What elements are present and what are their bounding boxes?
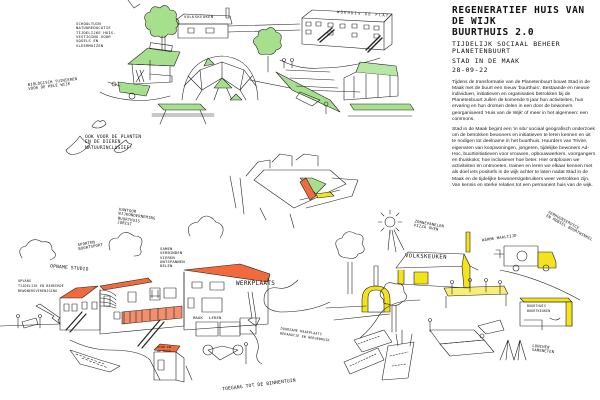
teepee-poles [499, 339, 527, 361]
label-line: EN DE DIEREN [85, 140, 121, 146]
label-opvang: OPVANG TIJDELIJK EN BEHEERDE BEWONERSVER… [18, 279, 64, 294]
path-line [263, 279, 331, 313]
cloud-trees [19, 215, 224, 261]
subtitle: TIJDELIJK SOCIAAL BEHEER PLANETENBUURT [452, 39, 561, 56]
label-line: SAMEN [160, 246, 173, 251]
title-line-2: BUURTHUIS 2.0 [452, 26, 535, 38]
volkskeuken-top-building [175, 7, 301, 39]
wheelbarrow [477, 319, 505, 339]
title-line-1: REGENERATIEF HUIS VAN DE WIJK [452, 5, 585, 27]
flat-building [301, 9, 393, 53]
label-line: OOK VOOR DE PLANTEN [85, 135, 142, 140]
tree-top-left [144, 5, 180, 51]
title-block: REGENERATIEF HUIS VAN DE WIJK BUURTHUIS … [452, 5, 596, 75]
bike-figure [202, 329, 263, 365]
label-maak: MAAK [193, 315, 203, 320]
kiosk [153, 343, 193, 383]
label-line: VERBINDEN [160, 250, 183, 256]
food-truck [493, 245, 557, 272]
label-line: ONTSPANNEN [160, 259, 185, 265]
label-line: DELEN [160, 263, 173, 269]
label-line: STAD IN [157, 345, 172, 349]
tree-garden [379, 282, 407, 333]
people-green [282, 58, 329, 115]
picnic-table [151, 103, 215, 125]
label-line: VOGELS EN [76, 38, 99, 44]
bench-people [0, 314, 61, 329]
city-block-map [229, 153, 359, 229]
geodesic-dome [181, 55, 259, 101]
path-line [69, 339, 161, 381]
garden-bed [69, 349, 121, 373]
label-samen: SAMEN VERBINDEN VIEREN ONTSPANNEN DELEN [160, 246, 185, 269]
label-line: VLEERMUIZEN [76, 42, 104, 48]
label-schooltuin: SCHOOLTUIN NATUUREDUCATIE TIJDELIJKE HUI… [76, 21, 116, 48]
label-werkplaats: WERKPLAATS [236, 280, 276, 287]
label-line: BEWONERSVERENIGING [18, 289, 58, 293]
vegetable-gardens [343, 318, 495, 381]
main-building [35, 263, 271, 349]
tree-bottom-right [335, 231, 365, 295]
location: STAD IN DE MAAK [452, 56, 520, 65]
garden-bed-rows [75, 353, 109, 369]
label-line: TIJDELIJKE HUIS- [76, 29, 116, 35]
label-line: NATUUREDUCATIE [76, 25, 111, 31]
sun-icon [377, 209, 405, 253]
bird-icons [65, 0, 141, 155]
cart [107, 81, 151, 100]
label-line: TIJDELIJK EN BEHEERDE [18, 284, 64, 288]
text-column: REGENERATIEF HUIS VAN DE WIJK BUURTHUIS … [452, 5, 596, 189]
label-line: BUURTKEUKEN [527, 308, 551, 313]
paragraph-2: Stad in de Maak begint een 'in situ' soc… [452, 127, 596, 188]
label-line: NATUURINCLUSIEF! [85, 145, 133, 151]
paragraph-1: Tijdens de transformatie van de Planeten… [452, 79, 590, 122]
garden-beds [285, 69, 415, 117]
greenhouse [343, 61, 399, 101]
label-kiosk: STAD IN DE MAAK [157, 345, 171, 353]
label-volkskeuken-top: VOLKSKEUKEN [184, 14, 214, 19]
label-line: OPVANG [18, 279, 32, 283]
label-line: VESTIGING VOOR [76, 34, 111, 40]
path-line [499, 269, 581, 301]
label-line: SCHOOLTUIN [76, 21, 101, 26]
long-table [443, 278, 509, 309]
volkskeuken-building [395, 231, 479, 289]
date: 28-09-22 [452, 66, 489, 75]
label-line: BUURTHUIS [527, 304, 547, 308]
container-buurthuis [519, 297, 573, 331]
label-line: DE MAAK [157, 349, 172, 354]
path-line [359, 299, 421, 339]
label-leren: LEREN [209, 315, 222, 320]
label-container: BUURTHUIS BUURTKEUKEN [527, 304, 550, 313]
gazebo [127, 42, 181, 85]
path-line [99, 91, 171, 101]
label-line: VIEREN [160, 254, 175, 260]
tree-middle [253, 27, 282, 73]
garden-strip [275, 71, 341, 113]
label-natuurinclusief: OOK VOOR DE PLANTEN EN DE DIEREN NATUURI… [85, 135, 141, 151]
